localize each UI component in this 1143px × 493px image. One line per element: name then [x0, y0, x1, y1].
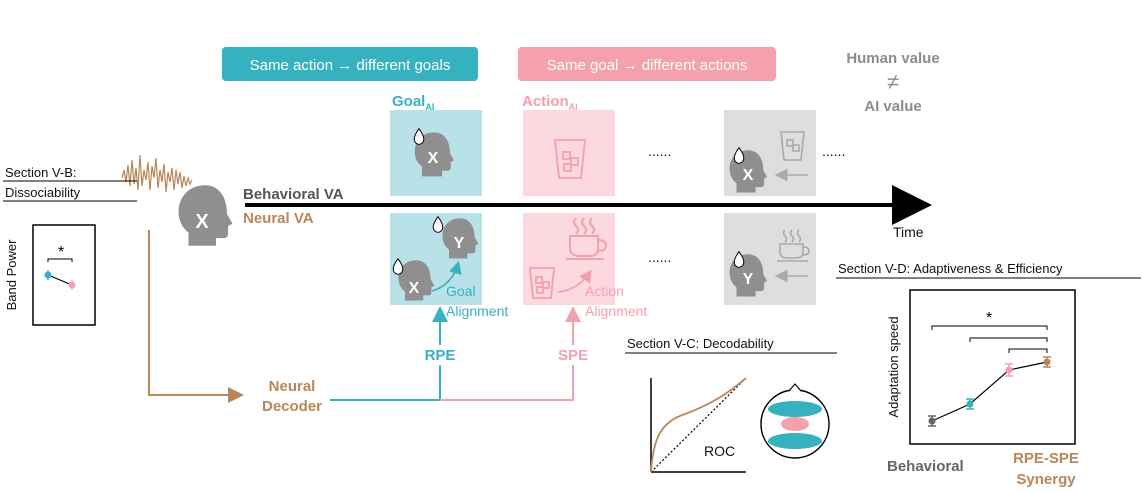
scalp-map-icon: [760, 383, 830, 459]
coffee-cup-icon-action: [566, 217, 608, 260]
time-label: Time: [893, 224, 924, 240]
section-vd-point-synergy: [1043, 356, 1051, 368]
not-equal-sign: ≠: [887, 69, 899, 94]
gray-head-y: Y: [743, 271, 754, 288]
goal-curve-arrow: [431, 260, 462, 292]
section-vd-point-spe: [1005, 363, 1013, 377]
section-vb-title-line1: Section V-B:: [5, 165, 77, 180]
main-head-x: X: [195, 211, 209, 233]
section-vb-ylabel: Band Power: [4, 239, 19, 310]
goal-alignment-line2: Alignment: [446, 303, 508, 319]
section-vb-sig-star: *: [58, 244, 64, 261]
section-vb-sig-bracket: [47, 258, 73, 262]
goal-alignment-line1: Goal: [446, 283, 476, 299]
section-vb-point-pink: [68, 280, 76, 290]
human-value-label: Human value: [846, 50, 939, 67]
glass-icon-action-top: [554, 139, 586, 179]
roc-label: ROC: [704, 443, 735, 459]
section-vd-title: Section V-D: Adaptiveness & Efficiency: [838, 261, 1063, 276]
goal-head-x: X: [428, 150, 439, 167]
section-vb-plot-box: [32, 224, 96, 326]
rpe-label-bg: [420, 345, 460, 365]
section-vd-xlabel-synergy-2: Synergy: [1016, 471, 1076, 488]
eeg-wave: [121, 154, 193, 193]
action-panel-top: [523, 110, 615, 196]
neural-decoder-line1: Neural: [269, 378, 316, 395]
action-alignment-line1: Action: [585, 283, 624, 299]
section-vd-xlabel-behavioral: Behavioral: [887, 458, 964, 475]
same-action-banner-text: Same action → different goals: [250, 57, 451, 74]
section-vd-sig-star: *: [986, 310, 992, 327]
section-vc-title: Section V-C: Decodability: [627, 336, 774, 351]
action-word: Action: [522, 93, 569, 110]
behavioral-va-label: Behavioral VA: [243, 186, 344, 203]
goal-word: Goal: [392, 93, 425, 110]
same-goal-banner-text: Same goal → different actions: [547, 57, 748, 74]
section-vd-xlabel-synergy-1: RPE-SPE: [1013, 450, 1079, 467]
coffee-cup-icon-gray: [777, 229, 810, 262]
same-goal-banner: [518, 47, 776, 81]
section-vb-point-teal: [44, 270, 52, 280]
goal-head-y: Y: [454, 235, 465, 252]
action-subscript: AI: [569, 102, 578, 112]
section-vd-point-rpe: [966, 398, 974, 410]
action-curve-arrow: [557, 269, 592, 293]
ellipsis-bottom: ......: [648, 249, 671, 265]
neural-decoder-line2: Decoder: [262, 398, 322, 415]
ellipsis-top: ......: [648, 143, 671, 159]
section-vd-plot-box: [909, 289, 1076, 445]
spe-label: SPE: [558, 347, 588, 364]
section-vb-connect: [47, 274, 73, 286]
goal-head-x2: X: [409, 280, 420, 297]
section-vd-point-behavioral: [928, 415, 936, 427]
section-vb-title-line2: Dissociability: [5, 185, 81, 200]
ai-value-label: AI value: [864, 98, 922, 115]
roc-plot: [650, 377, 747, 473]
glass-icon-action-bottom: [529, 267, 555, 299]
goal-subscript: AI: [425, 102, 434, 112]
section-vd-sig-bracket-2: [969, 337, 1048, 342]
section-vd-sig-bracket-3: [1008, 348, 1048, 353]
spe-path-arrow: [440, 306, 581, 401]
roc-curve: [650, 377, 747, 473]
ellipsis-right: ......: [822, 143, 845, 159]
gray-head-x: X: [743, 167, 754, 184]
decoder-path-arrow: [148, 230, 244, 403]
neural-va-label: Neural VA: [243, 210, 314, 227]
same-action-banner: [222, 47, 478, 81]
action-ai-label: ActionAI: [522, 93, 578, 112]
rpe-label: RPE: [425, 347, 456, 364]
action-alignment-line2: Alignment: [585, 303, 647, 319]
spe-label-bg: [553, 345, 593, 365]
goal-ai-label: GoalAI: [392, 93, 434, 112]
glass-icon-gray-top: [780, 131, 805, 161]
section-vd-ylabel: Adaptation speed: [886, 316, 901, 417]
section-vd-connect: [931, 361, 1048, 422]
section-vd-sig-bracket-1: [931, 325, 1048, 330]
